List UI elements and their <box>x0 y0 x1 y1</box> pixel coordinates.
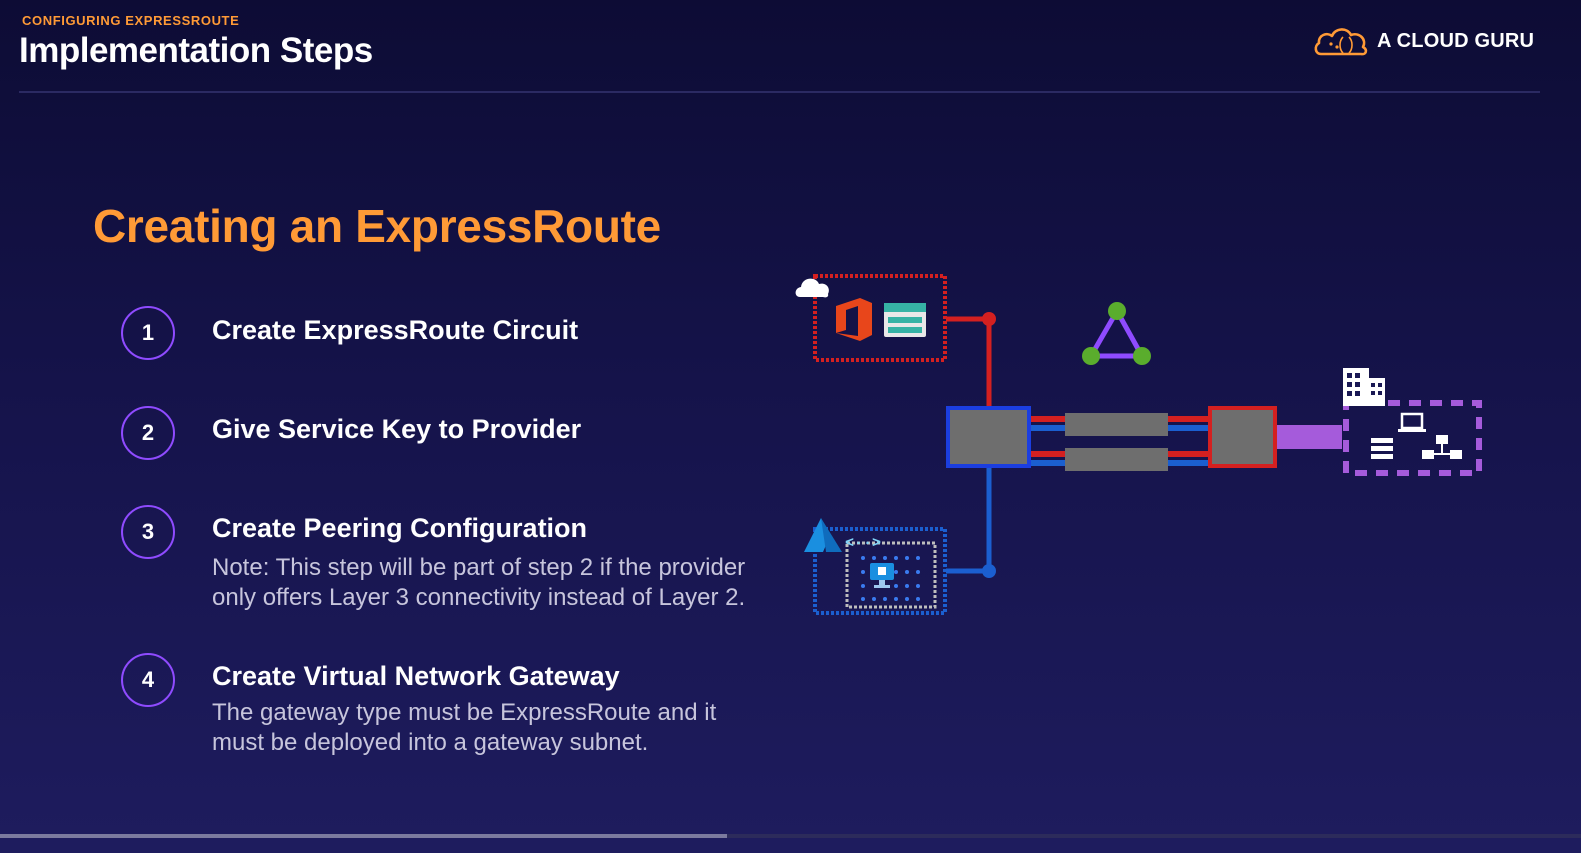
page-title: Implementation Steps <box>19 31 373 70</box>
step-3-number: 3 <box>121 505 175 559</box>
microsoft-services-box <box>813 274 947 362</box>
peering-triangle-icon <box>1082 302 1151 365</box>
section-eyebrow: CONFIGURING EXPRESSROUTE <box>22 13 240 28</box>
on-premises-box <box>1343 400 1482 476</box>
step-1-title: Create ExpressRoute Circuit <box>212 315 579 345</box>
expressroute-diagram: <··> <box>795 274 1482 615</box>
microsoft-peering-line <box>946 312 996 410</box>
slide-progress-fill <box>0 834 728 838</box>
step-3-note: Note: This step will be part of step 2 i… <box>212 554 746 611</box>
slide-progress-bar[interactable] <box>0 834 1581 838</box>
office365-icon <box>836 298 872 341</box>
laptop-icon <box>1398 412 1426 432</box>
microsoft-edge-router <box>946 406 1031 468</box>
private-peering-line <box>946 467 996 578</box>
svg-text:<··>: <··> <box>845 535 881 552</box>
brand-logo: A CLOUD GURU <box>1313 24 1534 58</box>
azure-logo-icon <box>804 518 842 552</box>
virtual-machine-icon <box>870 563 894 588</box>
step-4-title: Create Virtual Network Gateway <box>212 661 620 691</box>
storage-icon <box>884 303 926 337</box>
building-icon <box>1343 368 1385 406</box>
server-icon <box>1371 438 1393 459</box>
on-premises-link <box>1277 425 1342 449</box>
step-2-title: Give Service Key to Provider <box>212 414 582 444</box>
step-4-note: The gateway type must be ExpressRoute an… <box>212 699 717 756</box>
header-divider <box>19 91 1540 93</box>
step-2-number: 2 <box>121 406 175 460</box>
cloud-guru-logo-icon <box>1314 28 1368 56</box>
brand-name: A CLOUD GURU <box>1377 29 1535 52</box>
step-1-number: 1 <box>121 306 175 360</box>
cloud-icon <box>795 278 829 298</box>
network-icon <box>1422 435 1462 459</box>
azure-vnet-box <box>813 527 947 615</box>
vnet-address-dots <box>861 556 920 601</box>
vnet-icon: <··> <box>845 535 881 552</box>
step-3-title: Create Peering Configuration <box>212 513 588 543</box>
step-4-number: 4 <box>121 653 175 707</box>
section-heading: Creating an ExpressRoute <box>93 200 661 252</box>
provider-edge-router <box>1208 406 1277 468</box>
expressroute-circuit-links <box>1030 413 1210 471</box>
